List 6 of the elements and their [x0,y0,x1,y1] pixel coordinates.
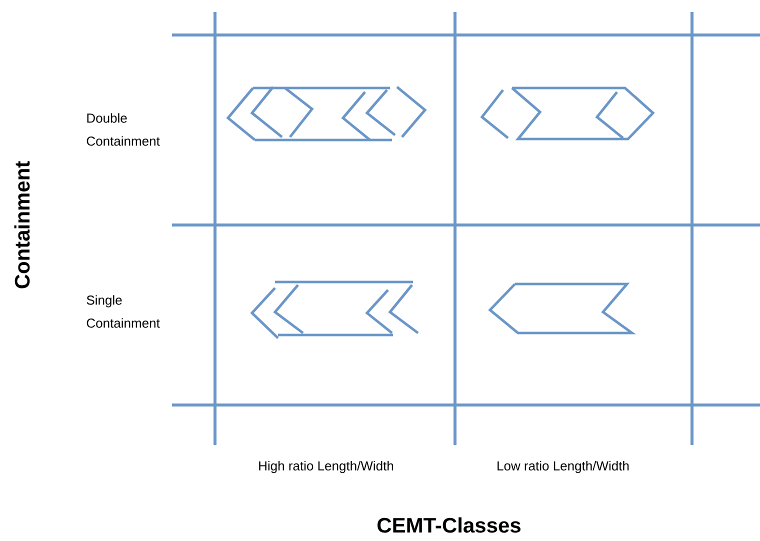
axis-title: CEMT-Classes [378,517,520,533]
row-label: Single Containment [86,295,160,328]
column-label: High ratio Length/Width [259,460,394,474]
axis-title: Containment [14,161,30,288]
column-label: Low ratio Length/Width [498,460,629,474]
row-label: Double Containment [86,113,160,146]
